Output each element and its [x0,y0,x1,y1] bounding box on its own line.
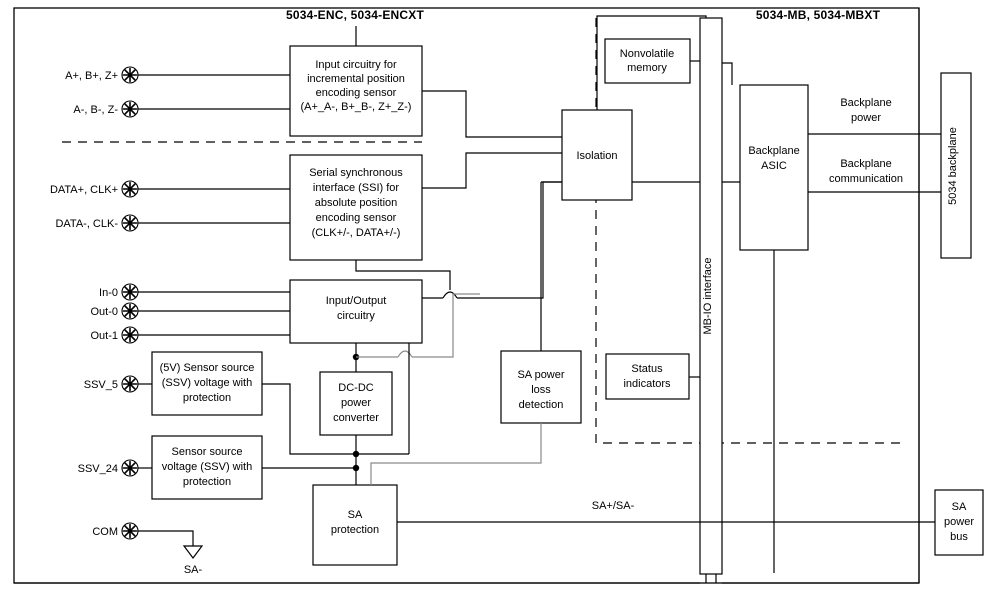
svg-text:protection: protection [331,524,379,536]
pin-label: SSV_24 [78,463,118,475]
block-status-indicators[interactable] [605,353,690,400]
svg-text:memory: memory [627,62,667,74]
wire-ssi-down-to-io-bus [355,260,451,290]
wire-incremental-to-isolation [422,90,562,138]
terminal-out-0[interactable]: Out-0 [90,302,139,320]
svg-text:detection: detection [519,399,564,411]
terminal-a-plus-b-plus-z-plus[interactable]: A+, B+, Z+ [65,66,139,84]
ground-symbol-icon [182,545,204,559]
block-mb-io-interface[interactable] [699,17,723,575]
terminal-ssv-24[interactable]: SSV_24 [78,459,139,477]
terminal-data-plus-clk-plus[interactable]: DATA+, CLK+ [50,180,139,198]
svg-text:ASIC: ASIC [761,160,787,172]
svg-text:(SSV) voltage with: (SSV) voltage with [162,377,252,389]
block-status-indicators-label: Status [631,363,663,375]
divider-dashed-mb-vertical [595,18,900,444]
block-sa-protection[interactable] [312,484,398,566]
pin-label: Out-0 [90,306,118,318]
svg-text:indicators: indicators [623,378,671,390]
block-ssv-5v-protection[interactable] [151,351,263,416]
block-nonvolatile-memory[interactable] [604,38,691,84]
block-nonvolatile-memory-label: Nonvolatile [620,48,674,60]
svg-text:loss: loss [531,384,551,396]
block-ssi-interface-label: Serial synchronous [309,167,403,179]
wire-gray-jump-arc [397,350,413,358]
label-sa-bus: SA+/SA- [592,500,635,512]
label-backplane-power: Backplane [840,97,891,109]
svg-text:power: power [851,112,881,124]
block-backplane-asic[interactable] [739,84,809,251]
pin-label: COM [92,526,118,538]
terminal-ssv-5[interactable]: SSV_5 [84,375,139,393]
svg-text:bus: bus [950,531,968,543]
svg-text:converter: converter [333,412,379,424]
svg-text:protection: protection [183,476,231,488]
title-encoder-module: 5034-ENC, 5034-ENCXT [286,8,425,22]
block-isolation-label: Isolation [577,150,618,162]
svg-text:encoding sensor: encoding sensor [316,212,397,224]
svg-text:incremental position: incremental position [307,73,405,85]
terminal-a-minus-b-minus-z-minus[interactable]: A-, B-, Z- [73,100,139,118]
svg-text:(A+_A-, B+_B-, Z+_Z-): (A+_A-, B+_B-, Z+_Z-) [301,101,412,113]
lead-com-to-ground [138,530,194,546]
block-io-circuitry[interactable] [289,279,423,344]
block-sa-power-loss-detection[interactable] [500,350,582,424]
svg-text:(CLK+/-, DATA+/-): (CLK+/-, DATA+/-) [312,227,401,239]
wire-mbio-to-asic-top [722,62,733,85]
block-ssv-24v-protection-label: Sensor source [172,446,243,458]
wire-gray-sa-loss-to-protection [370,423,542,485]
block-ssv-24v-protection[interactable] [151,435,263,500]
block-sa-power-loss-detection-label: SA power [517,369,564,381]
block-incremental-input-circuitry-label: Input circuitry for [315,59,397,71]
block-isolation[interactable] [561,109,633,201]
block-mb-io-interface-label: MB-IO interface [702,257,714,334]
wire-isolation-top-to-mbio [596,15,707,110]
block-io-circuitry-label: Input/Output [326,295,387,307]
pin-label: A+, B+, Z+ [65,70,118,82]
terminal-data-minus-clk-minus[interactable]: DATA-, CLK- [55,214,139,232]
svg-text:power: power [944,516,974,528]
block-ssv-5v-protection-label: (5V) Sensor source [160,362,255,374]
title-main-board: 5034-MB, 5034-MBXT [756,8,881,22]
terminal-com[interactable]: COM [92,522,139,540]
pin-label: In-0 [99,287,118,299]
pin-label: SSV_5 [84,379,118,391]
svg-text:communication: communication [829,173,903,185]
terminal-in-0[interactable]: In-0 [99,283,139,301]
svg-text:protection: protection [183,392,231,404]
block-sa-protection-label: SA [348,509,363,521]
block-dcdc-power-converter-label: DC-DC [338,382,373,394]
wire-jump-arc-io-top [442,291,458,299]
block-backplane-asic-label: Backplane [748,145,799,157]
pin-label: Out-1 [90,330,118,342]
svg-text:encoding sensor: encoding sensor [316,87,397,99]
terminal-out-1[interactable]: Out-1 [90,326,139,344]
block-5034-backplane[interactable] [940,72,972,259]
label-backplane-communication: Backplane [840,158,891,170]
block-ssi-interface[interactable] [289,154,423,261]
wire-ssv5-to-bus [262,383,356,455]
wire-io-to-isolation-cont [457,181,562,299]
svg-text:absolute position: absolute position [315,197,398,209]
block-sa-power-bus-label: SA [952,501,967,513]
pin-label: A-, B-, Z- [73,104,118,116]
svg-text:circuitry: circuitry [337,310,375,322]
pin-label: DATA+, CLK+ [50,184,118,196]
pin-label: DATA-, CLK- [55,218,118,230]
svg-text:power: power [341,397,371,409]
ground-label: SA- [184,564,203,576]
block-sa-power-bus[interactable] [934,489,984,556]
svg-text:interface (SSI) for: interface (SSI) for [313,182,400,194]
block-5034-backplane-label: 5034 backplane [947,127,959,205]
svg-text:voltage (SSV) with: voltage (SSV) with [162,461,252,473]
wire-ssi-to-isolation [422,152,562,189]
wire-gray-feedback-cont [412,293,480,358]
